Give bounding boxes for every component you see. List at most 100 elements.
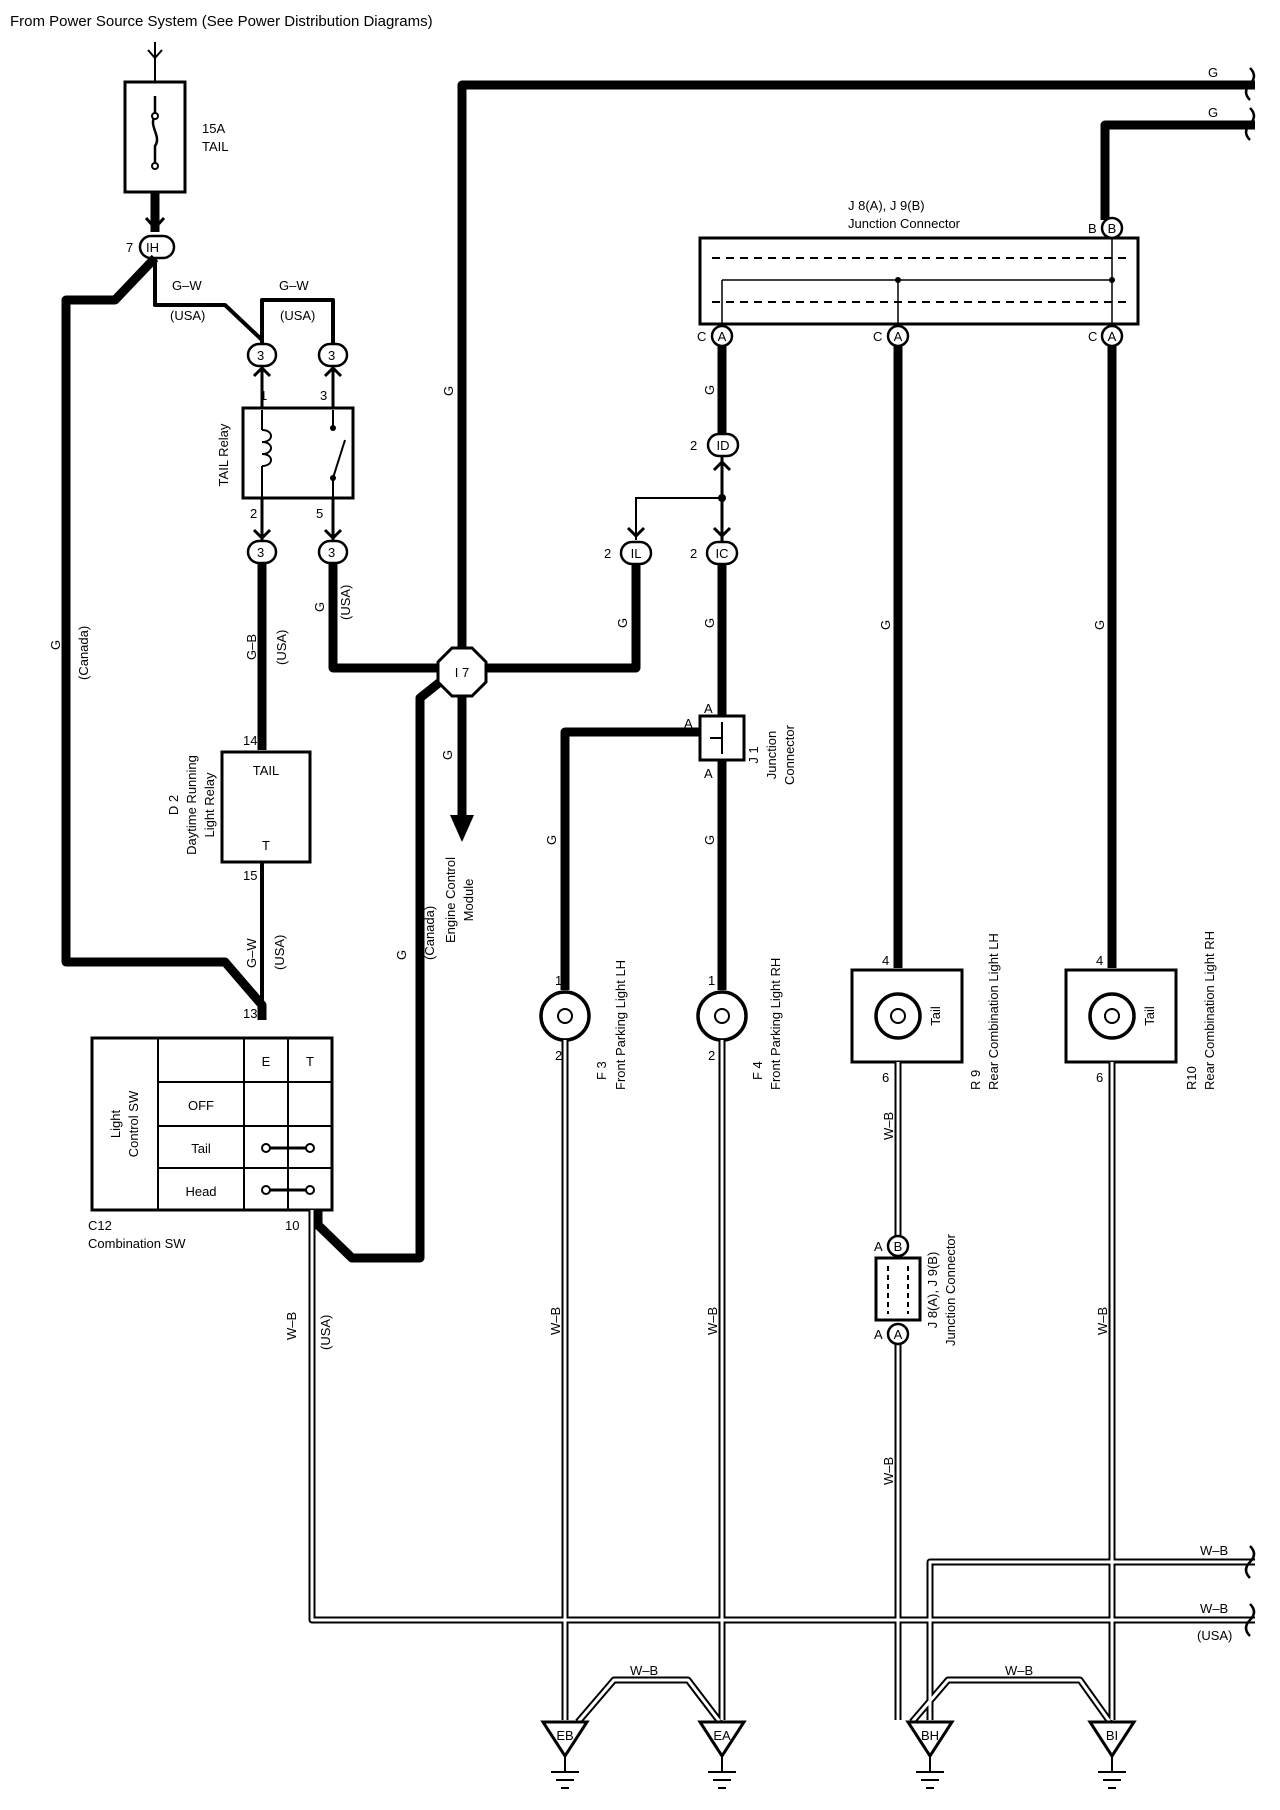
svg-text:Tail: Tail (191, 1141, 211, 1156)
tail-relay: 1 3 TAIL Relay 2 5 (216, 366, 355, 521)
svg-text:R 9: R 9 (968, 1070, 983, 1090)
svg-text:3: 3 (328, 348, 335, 363)
svg-text:4: 4 (1096, 953, 1103, 968)
svg-text:Tail: Tail (928, 1006, 943, 1026)
wire-g-canada-i7 (313, 674, 448, 1263)
connector-ic: IC 2 (690, 540, 739, 566)
svg-text:(USA): (USA) (338, 585, 353, 620)
svg-text:Combination SW: Combination SW (88, 1236, 186, 1251)
ground-eb: EB (540, 1720, 590, 1789)
svg-text:IH: IH (146, 240, 159, 255)
ground-label: EA (713, 1728, 731, 1743)
svg-text:J 1: J 1 (746, 746, 761, 763)
power-input (147, 42, 163, 82)
svg-text:F 3: F 3 (594, 1061, 609, 1080)
svg-text:B: B (1088, 221, 1097, 236)
svg-text:IL: IL (631, 546, 642, 561)
svg-text:G: G (702, 618, 717, 628)
svg-text:(USA): (USA) (280, 308, 315, 323)
svg-text:G: G (394, 950, 409, 960)
svg-text:Junction Connector: Junction Connector (943, 1233, 958, 1346)
svg-text:Light Relay: Light Relay (202, 772, 217, 838)
svg-text:G: G (1208, 65, 1218, 80)
svg-text:IC: IC (716, 546, 729, 561)
svg-text:3: 3 (257, 348, 264, 363)
svg-text:G: G (702, 385, 717, 395)
svg-text:Control SW: Control SW (126, 1090, 141, 1157)
svg-text:G: G (48, 640, 63, 650)
wire-gw-usa-loop (260, 298, 335, 350)
wires-wb (308, 1040, 1255, 1725)
connector-il: IL 2 (604, 540, 653, 566)
svg-text:7: 7 (126, 240, 133, 255)
svg-text:G: G (702, 835, 717, 845)
wire-g-j1-f3 (560, 727, 700, 990)
svg-text:I 7: I 7 (455, 665, 469, 680)
svg-text:G–B: G–B (244, 634, 259, 660)
svg-text:(USA): (USA) (1197, 1628, 1232, 1643)
svg-text:G: G (1092, 620, 1107, 630)
svg-text:3: 3 (328, 545, 335, 560)
wire-gw-usa-relay (153, 258, 264, 350)
fuse-tail-15a: 15A TAIL (123, 80, 229, 194)
svg-text:A: A (894, 329, 903, 344)
wire-g-main-trunk (457, 80, 1255, 668)
svg-text:G–W: G–W (172, 278, 202, 293)
svg-text:15: 15 (243, 868, 257, 883)
svg-text:B: B (1108, 221, 1117, 236)
ground-label: BH (921, 1728, 939, 1743)
svg-text:1: 1 (708, 973, 715, 988)
ground-label: EB (556, 1728, 573, 1743)
svg-text:W–B: W–B (284, 1312, 299, 1340)
svg-text:Head: Head (185, 1184, 216, 1199)
svg-text:F 4: F 4 (750, 1061, 765, 1080)
svg-text:W–B: W–B (548, 1307, 563, 1335)
svg-text:C12: C12 (88, 1218, 112, 1233)
svg-text:A: A (704, 766, 713, 781)
svg-text:A: A (684, 716, 693, 731)
source-note: From Power Source System (See Power Dist… (10, 13, 433, 30)
svg-text:6: 6 (882, 1070, 889, 1085)
connector-ih: IH 7 (126, 234, 176, 260)
svg-text:E: E (262, 1054, 271, 1069)
svg-text:G: G (878, 620, 893, 630)
svg-text:A: A (874, 1327, 883, 1342)
svg-text:(Canada): (Canada) (76, 626, 91, 680)
ground-ea: EA (697, 1720, 747, 1789)
daytime-running-light-relay: TAIL T 14 15 D 2 Daytime Running Light R… (166, 733, 312, 883)
svg-text:W–B: W–B (705, 1307, 720, 1335)
svg-text:W–B: W–B (630, 1663, 658, 1678)
svg-text:C: C (697, 329, 706, 344)
svg-text:G: G (312, 602, 327, 612)
svg-text:C: C (873, 329, 882, 344)
svg-text:Daytime Running: Daytime Running (184, 755, 199, 855)
junction-pins-top: B B A C A C A C (697, 216, 1124, 348)
svg-text:6: 6 (1096, 1070, 1103, 1085)
junction-connector-top: J 8(A), J 9(B) Junction Connector (698, 198, 1140, 326)
svg-text:Front Parking Light LH: Front Parking Light LH (613, 960, 628, 1090)
ground-label: BI (1106, 1728, 1118, 1743)
connector-id: ID 2 (690, 432, 740, 458)
svg-text:G–W: G–W (244, 938, 259, 968)
svg-text:Connector: Connector (782, 724, 797, 785)
svg-text:2: 2 (555, 1048, 562, 1063)
svg-text:Module: Module (461, 879, 476, 922)
svg-text:D 2: D 2 (166, 795, 181, 815)
svg-text:(USA): (USA) (272, 935, 287, 970)
svg-text:Junction: Junction (764, 731, 779, 779)
svg-text:Light: Light (108, 1110, 123, 1139)
svg-text:4: 4 (882, 953, 889, 968)
wire-g-to-il (486, 565, 641, 673)
svg-text:R10: R10 (1184, 1066, 1199, 1090)
svg-text:(Canada): (Canada) (422, 906, 437, 960)
svg-text:T: T (306, 1054, 314, 1069)
svg-text:J 8(A), J 9(B): J 8(A), J 9(B) (848, 198, 925, 213)
svg-text:ID: ID (717, 438, 730, 453)
svg-text:Junction Connector: Junction Connector (848, 216, 961, 231)
connector-i7: I 7 (436, 646, 488, 698)
svg-text:3: 3 (320, 388, 327, 403)
svg-text:W–B: W–B (881, 1112, 896, 1140)
front-parking-light-rh: 1 2 F 4 Front Parking Light RH (696, 958, 783, 1090)
svg-text:W–B: W–B (1005, 1663, 1033, 1678)
svg-text:A: A (1108, 329, 1117, 344)
